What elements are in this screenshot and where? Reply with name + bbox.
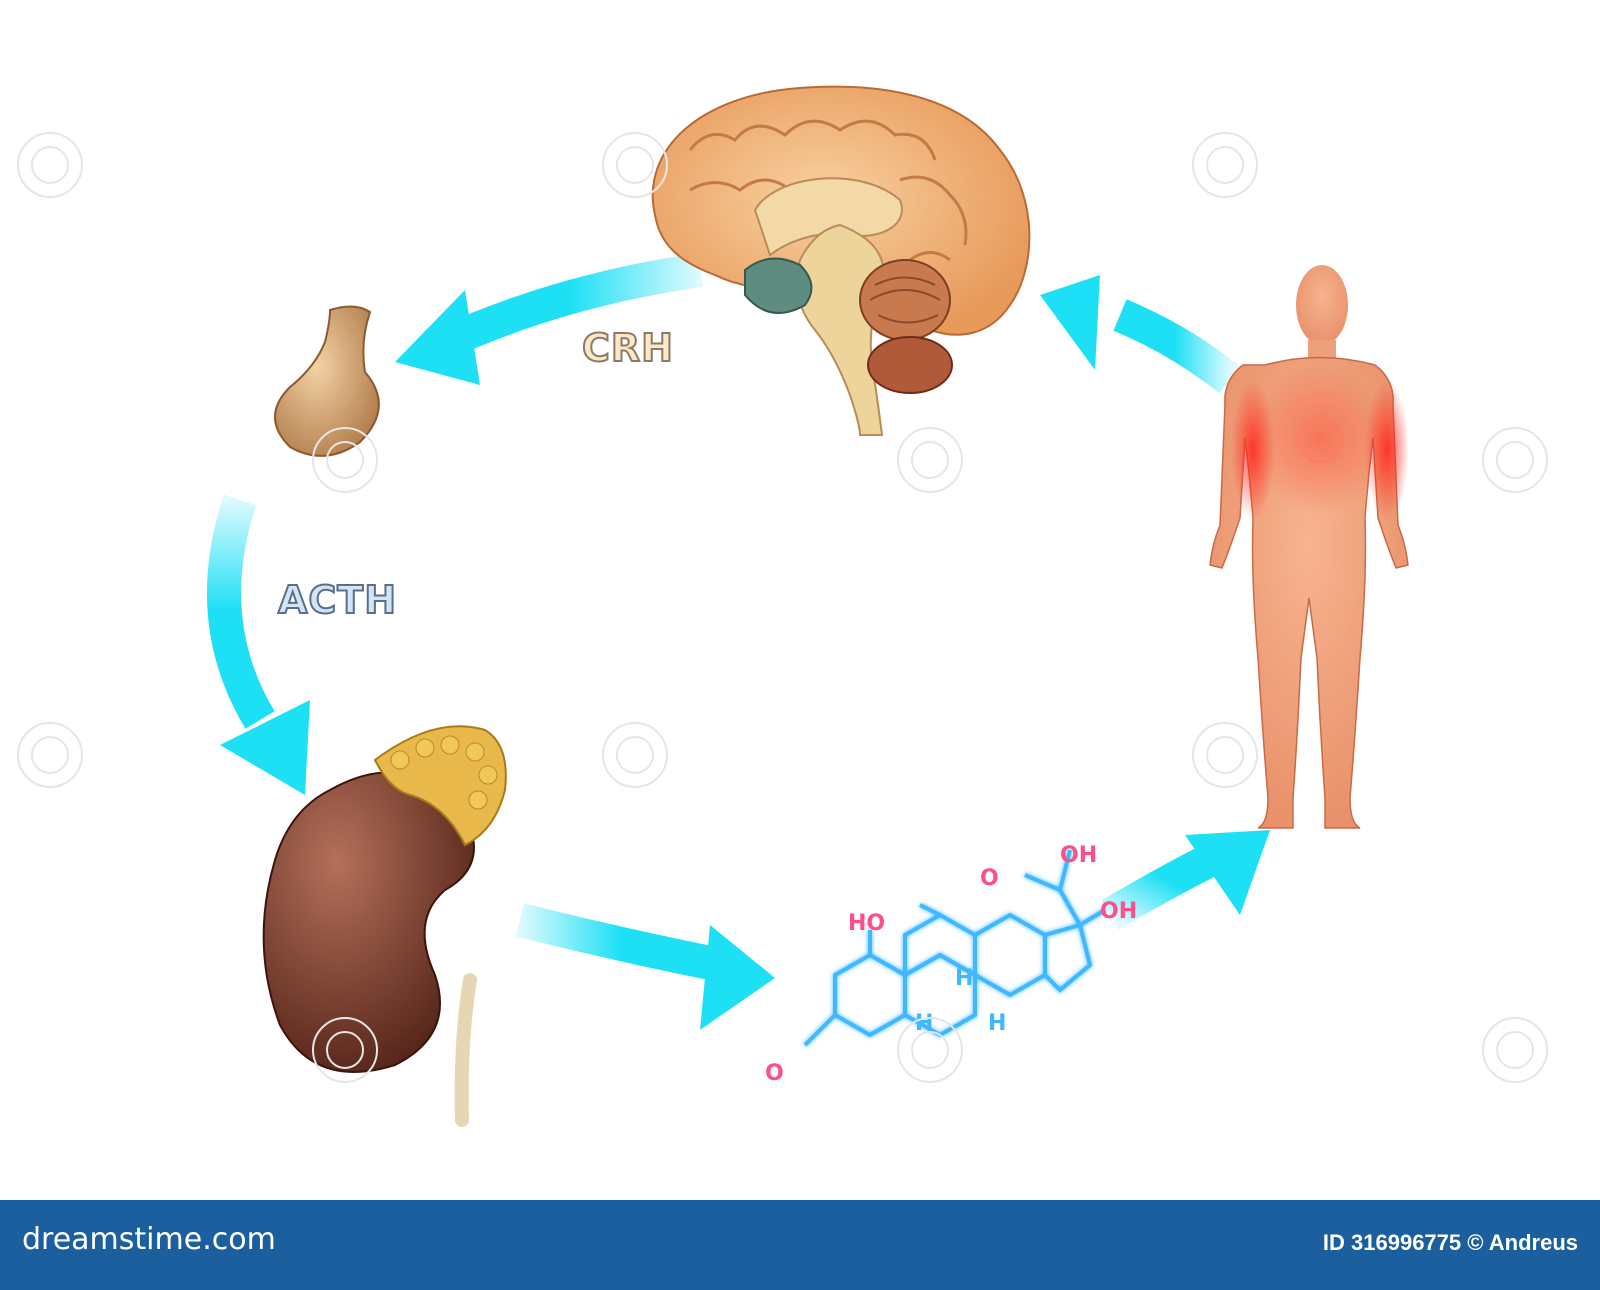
brain-illustration bbox=[651, 85, 1031, 436]
atom-label-h-3: H bbox=[988, 1011, 1006, 1036]
acth-label: ACTH bbox=[277, 577, 398, 623]
arrow-pituitary-to-adrenal bbox=[207, 494, 310, 795]
human-body-illustration bbox=[1209, 265, 1409, 829]
arrow-brain-to-pituitary bbox=[395, 253, 703, 385]
hpa-axis-diagram: HO O OH OH O H H H bbox=[17, 85, 1548, 1127]
pituitary-gland-illustration bbox=[274, 305, 380, 457]
site-logo[interactable]: dreamstime.com bbox=[22, 1222, 276, 1257]
kidney-adrenal-illustration bbox=[262, 725, 507, 1127]
arrow-cortisol-to-body bbox=[1101, 830, 1270, 930]
atom-label-oh-top: OH bbox=[1060, 843, 1097, 868]
watermark-pattern bbox=[17, 132, 1548, 1083]
atom-label-oh-side: OH bbox=[1100, 899, 1137, 924]
cortisol-molecule bbox=[803, 849, 1107, 1047]
atom-label-o-ring: O bbox=[765, 1061, 784, 1086]
molecule-atom-labels: HO O OH OH O H H H bbox=[765, 843, 1137, 1086]
crh-label: CRH bbox=[581, 325, 674, 371]
atom-label-o-keto: O bbox=[980, 866, 999, 891]
footer-bar: dreamstime.com ID 316996775 © Andreus bbox=[0, 1200, 1600, 1290]
atom-label-h-2: H bbox=[955, 966, 973, 991]
arrow-adrenal-to-cortisol bbox=[515, 903, 775, 1030]
atom-label-ho: HO bbox=[848, 911, 885, 936]
image-credit: ID 316996775 © Andreus bbox=[1322, 1230, 1578, 1255]
arrow-body-to-brain bbox=[1040, 275, 1241, 394]
